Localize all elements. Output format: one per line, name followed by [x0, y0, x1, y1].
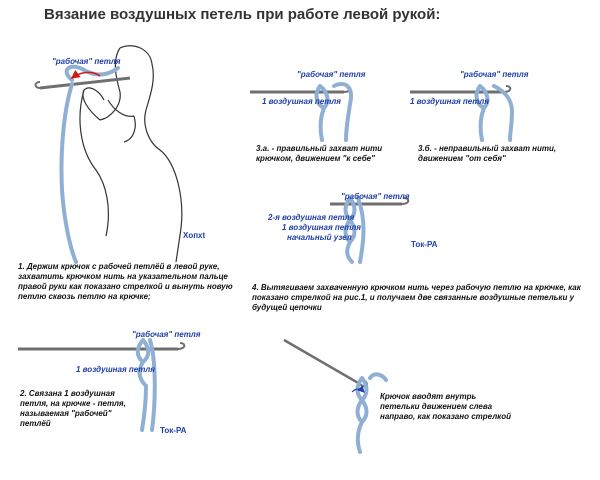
caption-step5: Крючок вводят внутрь петельки движением … [380, 392, 511, 421]
caption-step3b: 3.б. - неправильный захват нити, движени… [418, 144, 557, 163]
chain1-label: 1 воздушная петля [282, 223, 361, 232]
panel5-illustration [283, 338, 388, 454]
signature-xopxt: Xoпxt [183, 231, 206, 240]
caption-step3a: 3.а. - правильный захват нити крючком, д… [256, 144, 383, 163]
working-loop-label: "рабочая" петля [132, 330, 201, 339]
yarn-hand [59, 64, 120, 264]
working-loop-label: "рабочая" петля [297, 70, 366, 79]
panel3b-illustration [410, 84, 515, 142]
page-title: Вязание воздушных петель при работе лево… [44, 6, 441, 23]
start-knot-label: начальный узел [287, 233, 352, 242]
chain1-label: 1 воздушная петля [410, 97, 489, 106]
caption-step1: 1. Держим крючок с рабочей петлёй в лево… [18, 262, 233, 301]
panel3a-illustration [250, 82, 353, 142]
panel4-illustration [330, 196, 410, 264]
panel2-illustration [18, 338, 186, 432]
chain1-label: 1 воздушная петля [76, 365, 155, 374]
working-loop-label: "рабочая" петля [52, 57, 121, 66]
hand-illustration [79, 45, 183, 263]
hook-hand-icon [34, 76, 131, 90]
caption-step4: 4. Вытягиваем захваченную крючком нить ч… [252, 283, 581, 312]
caption-step2: 2. Связана 1 воздушная петля, на крючке … [20, 389, 126, 428]
arrow-icon [351, 385, 365, 393]
chain2-label: 2-я воздушная петля [268, 213, 355, 222]
working-loop-label: "рабочая" петля [460, 70, 529, 79]
arrow-icon [70, 69, 101, 79]
chain1-label: 1 воздушная петля [262, 97, 341, 106]
working-loop-label: "рабочая" петля [341, 192, 410, 201]
signature-tokra: Ток-РА [160, 426, 187, 435]
signature-tokra: Ток-РА [411, 240, 438, 249]
